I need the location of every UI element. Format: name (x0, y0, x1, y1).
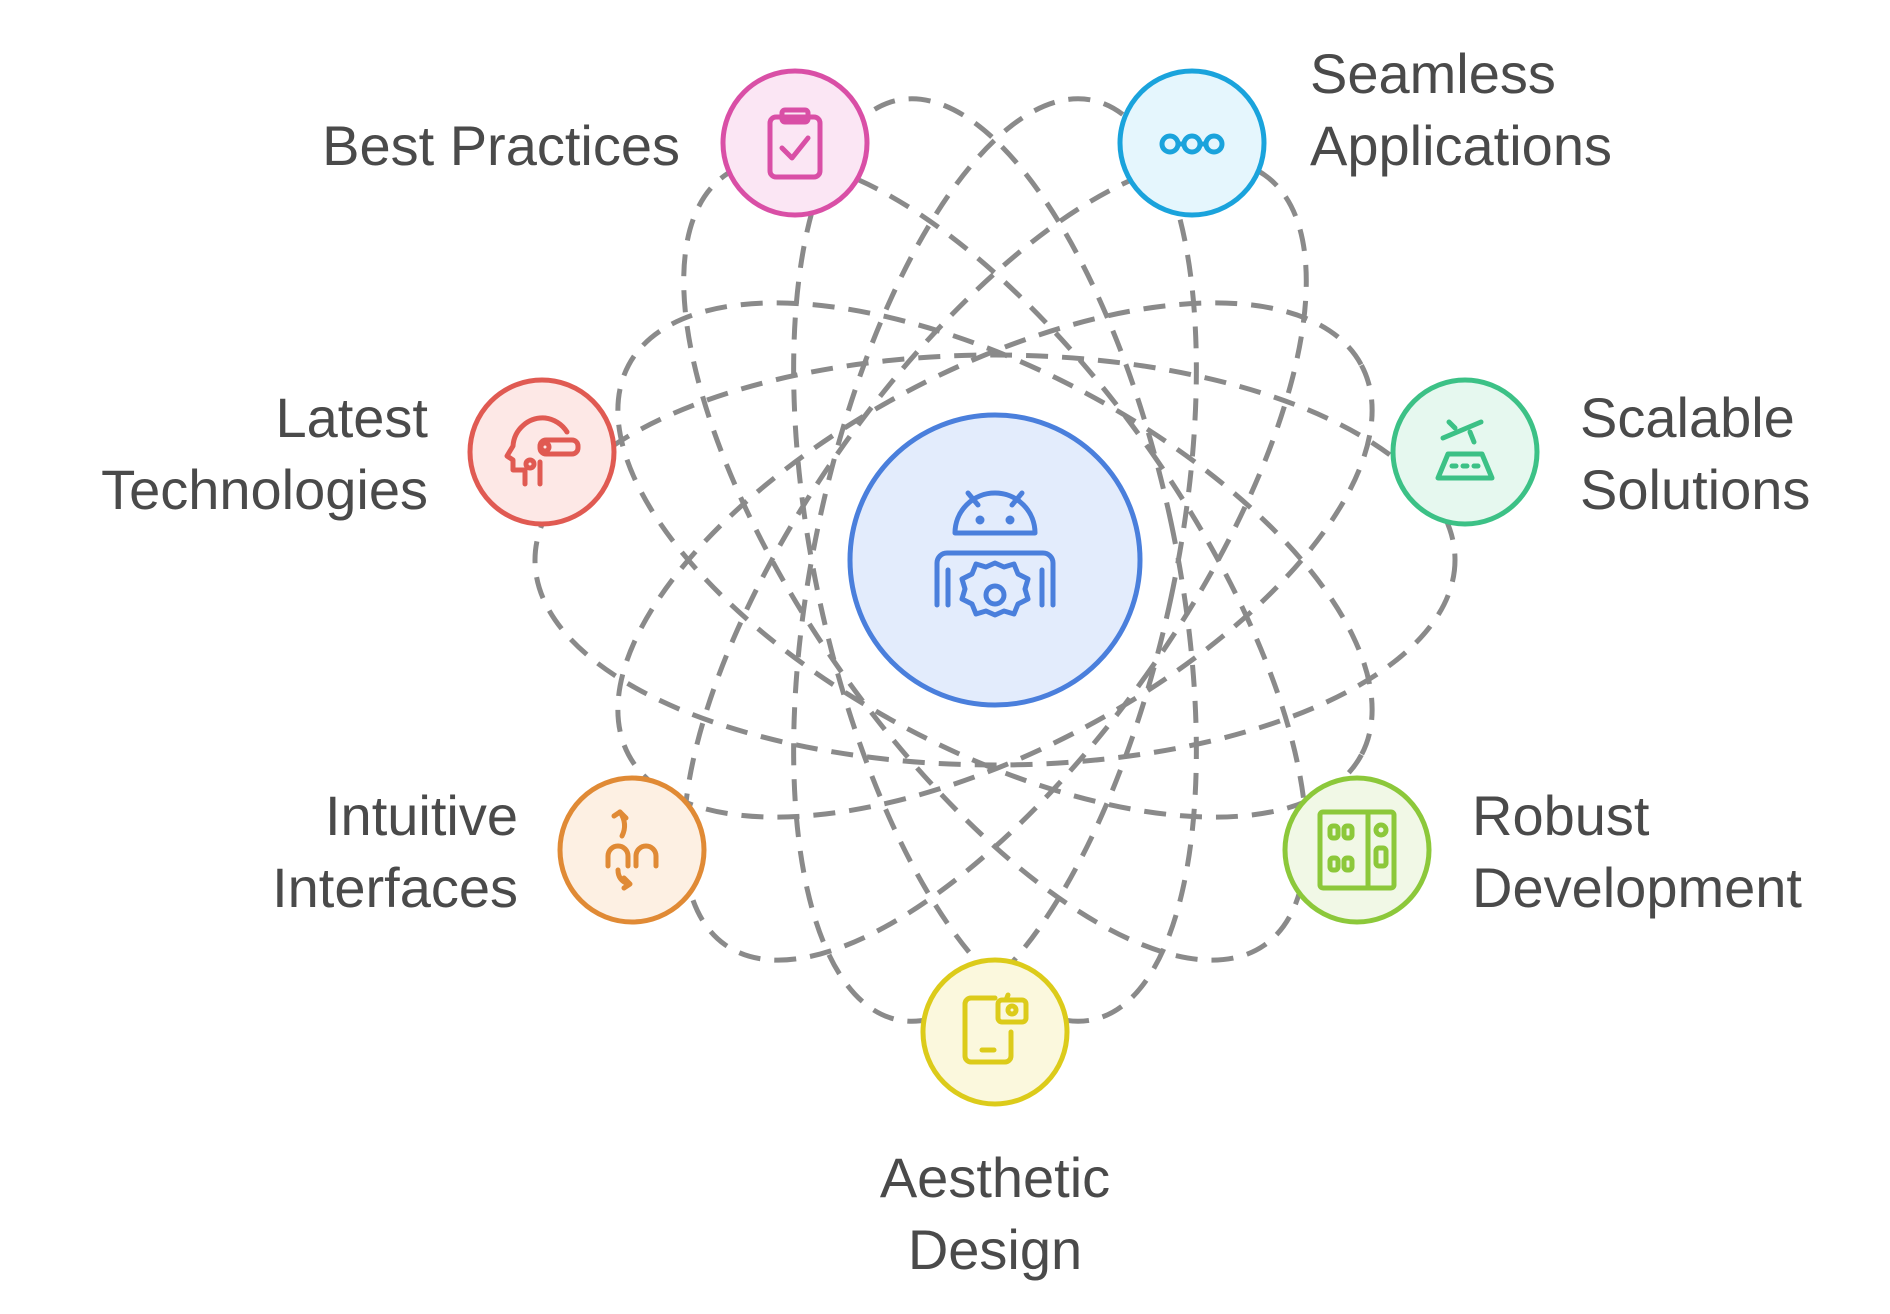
label-aesthetic-design: Aesthetic Design (795, 1142, 1195, 1286)
tablet-camera-icon (962, 992, 1029, 1065)
circuit-board-icon (1317, 809, 1397, 891)
label-line: Interfaces (272, 856, 518, 919)
label-line: Solutions (1580, 458, 1811, 521)
label-line: Scalable (1580, 386, 1795, 449)
center-node (847, 412, 1143, 708)
orbit-tilted-up (615, 300, 1375, 820)
label-line: Robust (1472, 784, 1650, 847)
label-line: Design (907, 1218, 1083, 1281)
label-best-practices: Best Practices (322, 110, 680, 182)
label-scalable-solutions: Scalable Solutions (1580, 382, 1810, 526)
node-aesthetic-design (920, 957, 1070, 1107)
orbit-diagonal-right (681, 157, 1309, 963)
label-line: Applications (1310, 114, 1612, 177)
orbit-tilted-down (615, 300, 1375, 820)
orbit-steep-right (791, 96, 1199, 1024)
node-robust-development (1282, 775, 1432, 925)
airplane-runway-icon (1435, 419, 1495, 481)
label-line: Development (1472, 856, 1802, 919)
orbit-steep-left (791, 96, 1199, 1024)
clipboard-check-icon (767, 107, 823, 180)
orbit-horizontal (532, 352, 1458, 768)
orbit-diagonal-left (681, 157, 1309, 963)
node-best-practices (720, 68, 870, 218)
label-latest-technologies: Latest Technologies (101, 382, 428, 526)
exchange-people-icon (605, 809, 659, 891)
label-line: Intuitive (325, 784, 518, 847)
node-intuitive-interfaces (557, 775, 707, 925)
label-seamless-applications: Seamless Applications (1310, 38, 1612, 182)
label-robust-development: Robust Development (1472, 780, 1802, 924)
connected-dots-icon (1159, 133, 1225, 155)
label-line: Seamless (1310, 42, 1556, 105)
vr-headset-icon (504, 415, 581, 487)
label-line: Latest (275, 386, 428, 449)
label-line: Best Practices (322, 114, 680, 177)
label-line: Technologies (101, 458, 428, 521)
label-line: Aesthetic (879, 1146, 1111, 1209)
label-intuitive-interfaces: Intuitive Interfaces (272, 780, 518, 924)
node-latest-technologies (467, 377, 617, 527)
orbit-lines (532, 96, 1458, 1024)
android-gear-icon (934, 490, 1056, 618)
node-scalable-solutions (1390, 377, 1540, 527)
node-seamless-applications (1117, 68, 1267, 218)
